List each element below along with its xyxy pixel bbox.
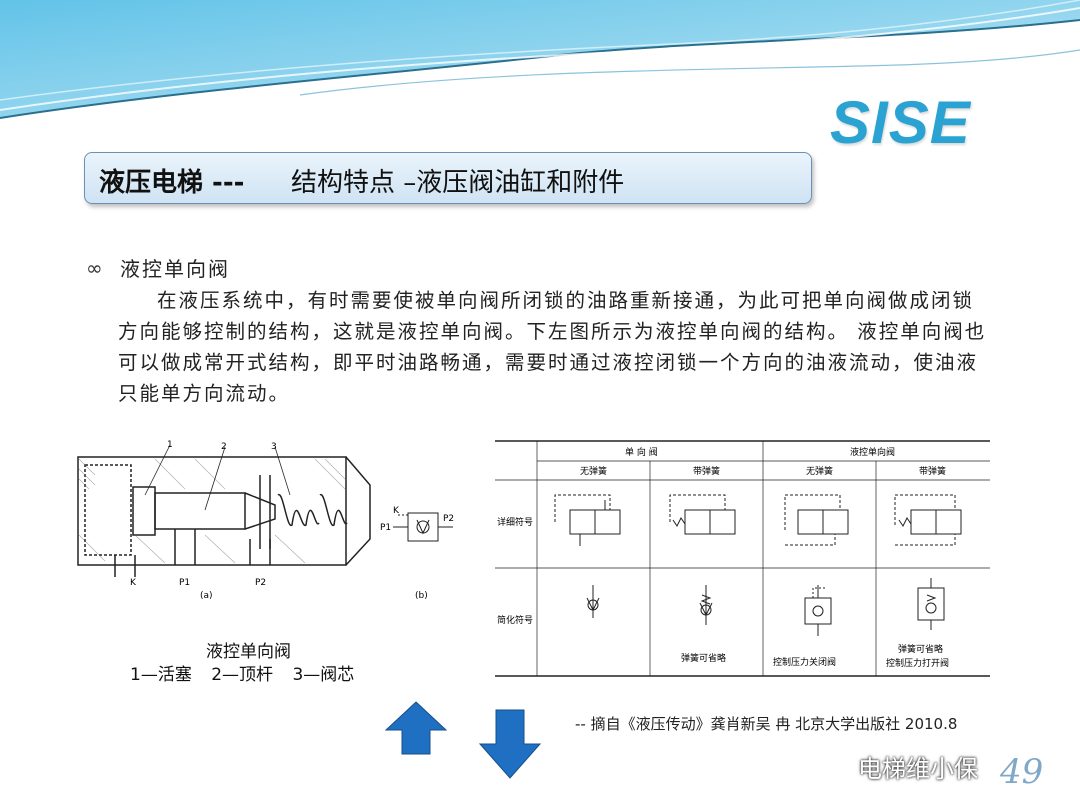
note-pilot-close: 控制压力关闭阀	[773, 656, 836, 668]
callout-3: 3	[271, 442, 277, 452]
note-pilot-open: 控制压力打开阀	[886, 657, 949, 669]
source-citation: -- 摘自《液压传动》龚肖新吴 冉 北京大学出版社 2010.8	[575, 715, 958, 733]
row-detailed-symbol: 详细符号	[497, 516, 533, 528]
figure-caption-parts: 1—活塞 2—顶杆 3—阀芯	[130, 665, 355, 685]
group-pilot-check-valve-label: 液控单向阀	[850, 446, 895, 458]
port-p1-label: P1	[179, 578, 190, 588]
slide-title-bar: 液压电梯 --- 结构特点 –液压阀油缸和附件	[84, 152, 812, 204]
group-check-valve-label: 单 向 阀	[625, 446, 658, 458]
valve-cross-section-figure: 1 2 3 K P1 P2 (a) K P1 P2 (b)	[77, 440, 454, 601]
callout-2: 2	[221, 442, 227, 452]
symbol-p1-label: P1	[380, 523, 391, 533]
row-simplified-symbol: 简化符号	[497, 614, 533, 626]
symbol-p2-label: P2	[443, 514, 454, 524]
figure-caption-title: 液控单向阀	[206, 642, 291, 662]
watermark-text: 电梯维小保	[858, 755, 978, 783]
note-spring-optional-2: 弹簧可省略	[898, 643, 943, 655]
port-p2-label: P2	[255, 578, 266, 588]
subfigure-a-label: (a)	[200, 591, 213, 601]
brand-logo: SISE	[830, 89, 971, 156]
col-with-spring-2: 带弹簧	[919, 465, 946, 477]
slide-title-sub: 结构特点 –液压阀油缸和附件	[291, 168, 625, 198]
page-number: 49	[1000, 752, 1044, 792]
port-k-label: K	[130, 578, 137, 588]
arrow-down-icon[interactable]	[478, 708, 542, 780]
arrow-up-icon[interactable]	[384, 700, 448, 756]
header-wave-decoration	[0, 0, 1080, 119]
note-spring-optional-1: 弹簧可省略	[681, 652, 726, 664]
col-with-spring-1: 带弹簧	[693, 465, 720, 477]
valve-symbol-table: 单 向 阀 液控单向阀 无弹簧 带弹簧 无弹簧 带弹簧 详细符号 简化符号 弹簧…	[495, 440, 990, 677]
slide-title-main: 液压电梯 ---	[99, 168, 245, 198]
body-paragraph: 在液压系统中，有时需要使被单向阀所闭锁的油路重新接通，为此可把单向阀做成闭锁方向…	[118, 289, 987, 405]
section-heading: 液控单向阀	[120, 257, 230, 281]
callout-1: 1	[167, 440, 173, 450]
wechat-icon	[827, 755, 854, 775]
scroll-bullet-icon: ∞	[86, 256, 103, 280]
col-no-spring-1: 无弹簧	[580, 465, 607, 477]
col-no-spring-2: 无弹簧	[806, 465, 833, 477]
subfigure-b-label: (b)	[415, 591, 428, 601]
symbol-k-label: K	[393, 506, 400, 516]
